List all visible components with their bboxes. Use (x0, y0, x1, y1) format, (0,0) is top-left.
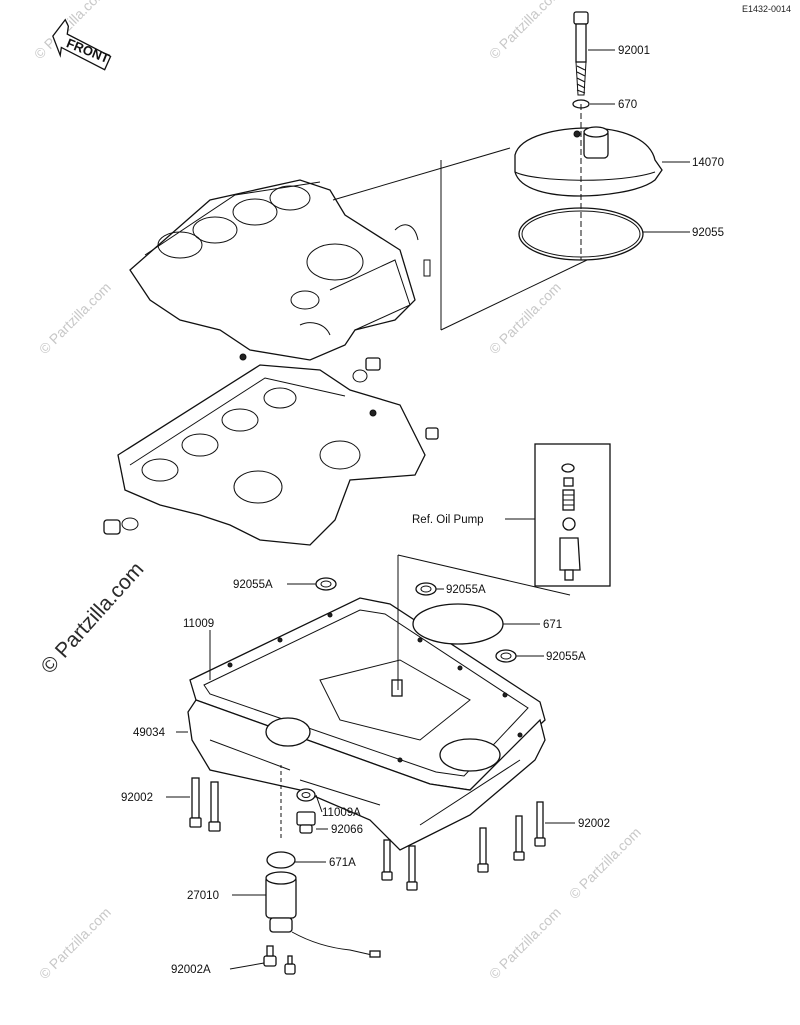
watermark-large: © Partzilla.com (37, 558, 149, 679)
lower-crankcase (103, 353, 439, 546)
part-label-92002: 92002 (578, 818, 610, 830)
leader-line (397, 554, 571, 596)
part-label-671A: 671A (329, 857, 356, 869)
gasket-11009A (296, 788, 316, 802)
switch-27010 (265, 871, 381, 958)
o-ring-671 (412, 603, 504, 645)
part-label-49034: 49034 (133, 727, 166, 739)
ref-oil-pump-label: Ref. Oil Pump (412, 514, 484, 526)
oil-pump-reference-box (534, 443, 611, 587)
bolt-92002-left (189, 777, 221, 832)
watermark: © Partzilla.com (36, 279, 114, 357)
part-label-670: 670 (618, 99, 637, 111)
leader-line (332, 147, 511, 201)
part-label-11009: 11009 (183, 618, 214, 630)
watermark: © Partzilla.com (36, 904, 114, 982)
leader-lines (166, 49, 690, 970)
upper-crankcase (129, 179, 431, 361)
o-ring-671A (266, 851, 296, 869)
pump-cover-14070 (514, 126, 663, 197)
part-label-14070: 14070 (692, 157, 724, 169)
seal-92055A-right (495, 649, 517, 663)
part-label-11009A: 11009A (322, 807, 361, 819)
bolt-92002-right (381, 801, 546, 891)
part-label-92002A: 92002A (171, 964, 211, 976)
part-label-92002: 92002 (121, 792, 153, 804)
oil-pan-49034 (187, 659, 546, 851)
part-label-92055A: 92055A (446, 584, 486, 596)
watermark: © Partzilla.com (486, 0, 564, 62)
watermark: © Partzilla.com (566, 824, 644, 902)
seal-92055A-left (315, 577, 337, 591)
part-label-92066: 92066 (331, 824, 363, 836)
bolt-92001 (573, 11, 589, 96)
part-label-92001: 92001 (618, 45, 650, 57)
part-label-92055A: 92055A (546, 651, 586, 663)
part-label-92055A: 92055A (233, 579, 273, 591)
plug-92066 (296, 811, 316, 834)
watermark: © Partzilla.com (486, 279, 564, 357)
bolt-92002A (263, 945, 296, 975)
part-labels: 92001 670 14070 92055 Ref. Oil Pump 9205… (121, 45, 724, 976)
leader-line (440, 259, 588, 331)
part-label-27010: 27010 (187, 890, 219, 902)
seal-92055A-mid (415, 582, 437, 596)
watermark: © Partzilla.com (486, 904, 564, 982)
part-label-671: 671 (543, 619, 562, 631)
part-label-92055: 92055 (692, 227, 724, 239)
diagram-code: E1432-0014 (742, 4, 791, 14)
